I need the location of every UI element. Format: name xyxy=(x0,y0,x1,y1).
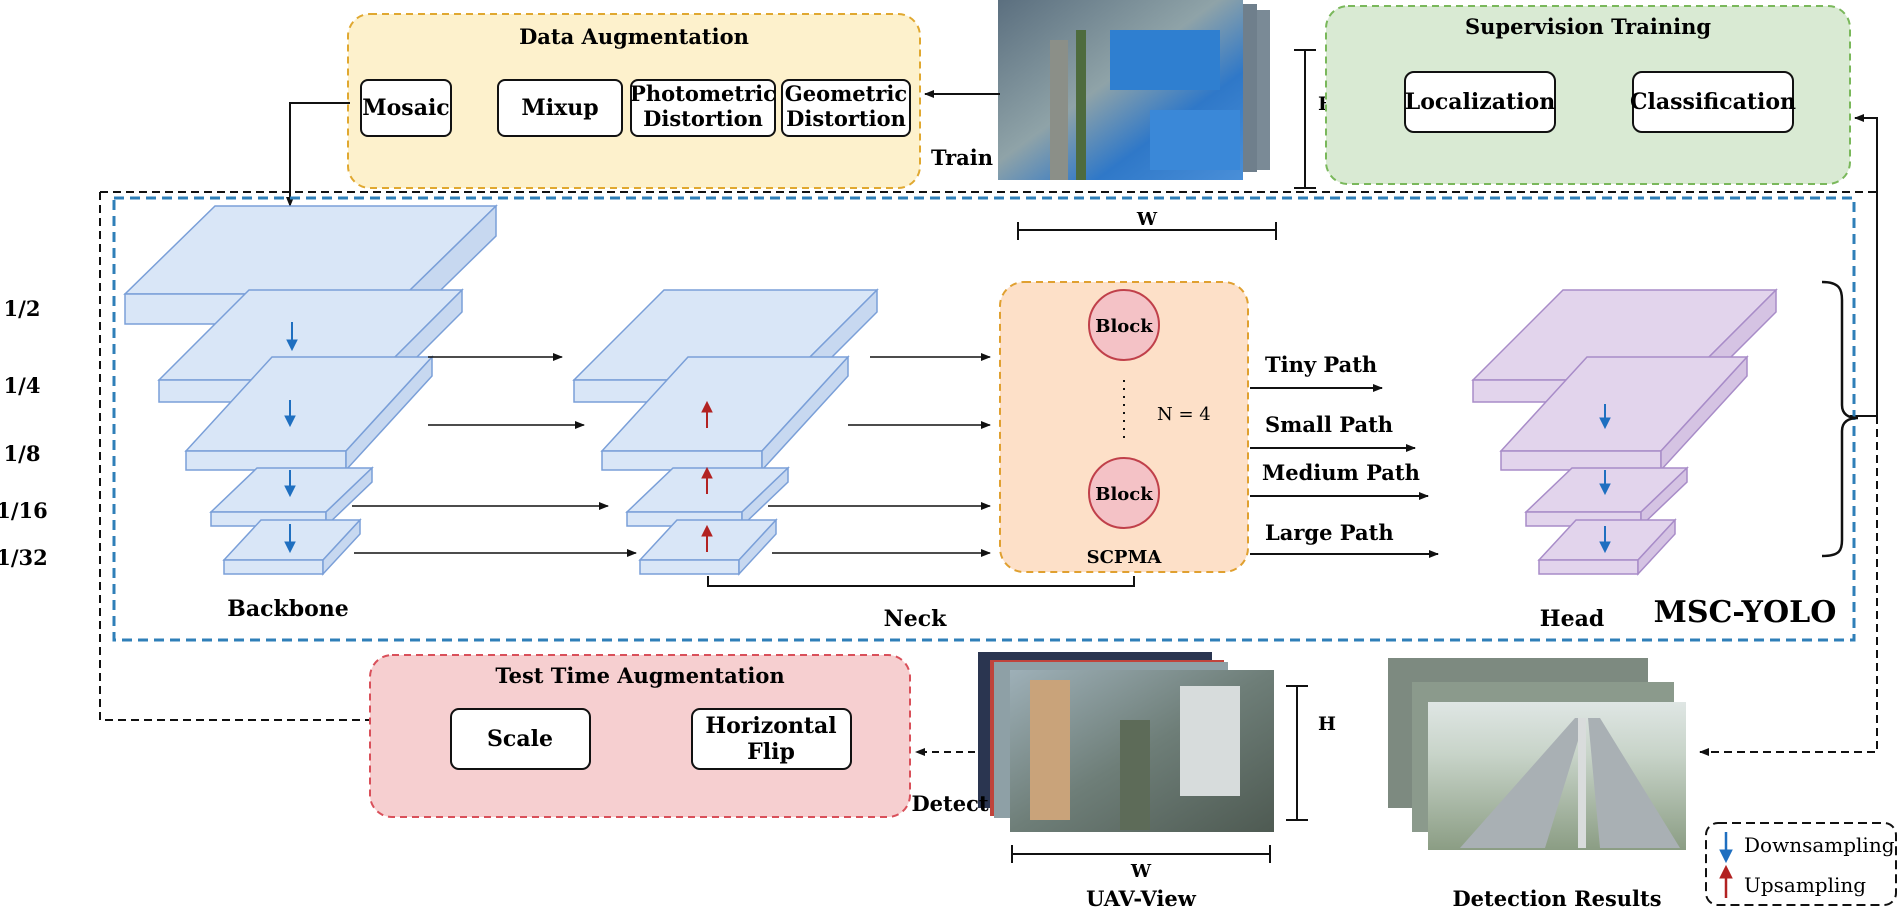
train-width-label: W xyxy=(1136,209,1158,230)
scale-label: 1/16 xyxy=(0,498,48,523)
supervision-item-localization: Localization xyxy=(1404,71,1556,133)
path-label: Large Path xyxy=(1265,520,1394,545)
uav-view-label: UAV-View xyxy=(1086,886,1197,911)
scale-label: 1/32 xyxy=(0,545,48,570)
train-label: Train xyxy=(931,145,993,170)
backbone-label: Backbone xyxy=(227,596,349,622)
scale-label: 1/8 xyxy=(4,441,41,466)
block-node: Block xyxy=(1088,457,1160,529)
backbone-layer-1-16 xyxy=(209,466,374,528)
backbone: Backbone xyxy=(123,204,498,622)
model-name: MSC-YOLO xyxy=(1654,595,1837,630)
supervision-training-panel: Supervision Training Localization Classi… xyxy=(1325,5,1851,185)
block-node: Block xyxy=(1088,289,1160,361)
tta-item-scale: Scale xyxy=(450,708,591,770)
uav-image-stack: Detect H W UAV-View xyxy=(911,652,1336,911)
path-label: Small Path xyxy=(1265,412,1393,437)
head-label: Head xyxy=(1540,606,1604,632)
detection-paths: Tiny Path Small Path Medium Path Large P… xyxy=(1250,352,1439,558)
supervision-training-title: Supervision Training xyxy=(1465,14,1711,39)
uav-height-label: H xyxy=(1318,713,1336,735)
scpma-module: Block Block N = 4 SCPMA xyxy=(999,281,1249,573)
upsampling-legend-icon xyxy=(1719,864,1733,898)
scale-labels: 1/2 1/4 1/8 1/16 1/32 xyxy=(0,296,48,570)
upsampling-arrows xyxy=(701,400,713,552)
supervision-item-classification: Classification xyxy=(1630,71,1796,133)
legend: Downsampling Upsampling xyxy=(1705,822,1897,906)
n-blocks-label: N = 4 xyxy=(1157,404,1211,425)
data-augmentation-title: Data Augmentation xyxy=(519,24,749,49)
backbone-layer-1-32 xyxy=(222,518,362,576)
head-layer-1-16 xyxy=(1524,466,1689,528)
head-brace xyxy=(1821,280,1859,558)
downsampling-arrows xyxy=(284,322,298,554)
scale-label: 1/2 xyxy=(4,296,41,321)
svg-text:Block: Block xyxy=(1095,484,1153,505)
augmentation-item-mixup: Mixup xyxy=(497,79,623,137)
svg-text:Scale: Scale xyxy=(487,726,553,752)
tta-loop-line xyxy=(99,192,370,721)
neck-to-scpma-arrows xyxy=(768,353,991,557)
downsampling-legend-icon xyxy=(1719,832,1733,864)
neck-label: Neck xyxy=(884,606,948,632)
scpma-label: SCPMA xyxy=(1087,547,1163,568)
neck: Neck xyxy=(572,288,1135,632)
head-layer-1-32 xyxy=(1537,518,1677,576)
detection-results-stack: Detection Results xyxy=(1388,658,1686,911)
uav-width-label: W xyxy=(1130,861,1152,882)
legend-downsampling-label: Downsampling xyxy=(1744,833,1895,857)
path-label: Medium Path xyxy=(1262,460,1420,485)
backbone-to-neck-arrows xyxy=(352,353,637,557)
svg-text:Mixup: Mixup xyxy=(521,95,598,121)
path-label: Tiny Path xyxy=(1265,352,1377,377)
scale-label: 1/4 xyxy=(4,373,41,398)
head-layer-1-8 xyxy=(1499,355,1749,472)
tta-title: Test Time Augmentation xyxy=(495,663,784,688)
head-downsampling-arrows xyxy=(1599,404,1611,554)
neck-layer-1-8 xyxy=(600,355,850,472)
detect-label: Detect xyxy=(911,791,988,816)
svg-text:Mosaic: Mosaic xyxy=(362,95,449,121)
augmentation-to-backbone-arrow xyxy=(286,102,350,207)
svg-text:Classification: Classification xyxy=(1630,89,1796,115)
legend-upsampling-label: Upsampling xyxy=(1744,873,1866,897)
detection-results-label: Detection Results xyxy=(1452,886,1661,911)
augmentation-item-mosaic: Mosaic xyxy=(360,79,452,137)
data-augmentation-panel: Data Augmentation Mosaic Mixup Photometr… xyxy=(347,13,921,189)
loop-to-results-arrow xyxy=(1699,416,1878,756)
train-image-stack: Train H W xyxy=(931,0,1336,240)
head: Head xyxy=(1471,280,1859,632)
svg-text:Block: Block xyxy=(1095,316,1153,337)
svg-text:Localization: Localization xyxy=(1405,89,1555,115)
